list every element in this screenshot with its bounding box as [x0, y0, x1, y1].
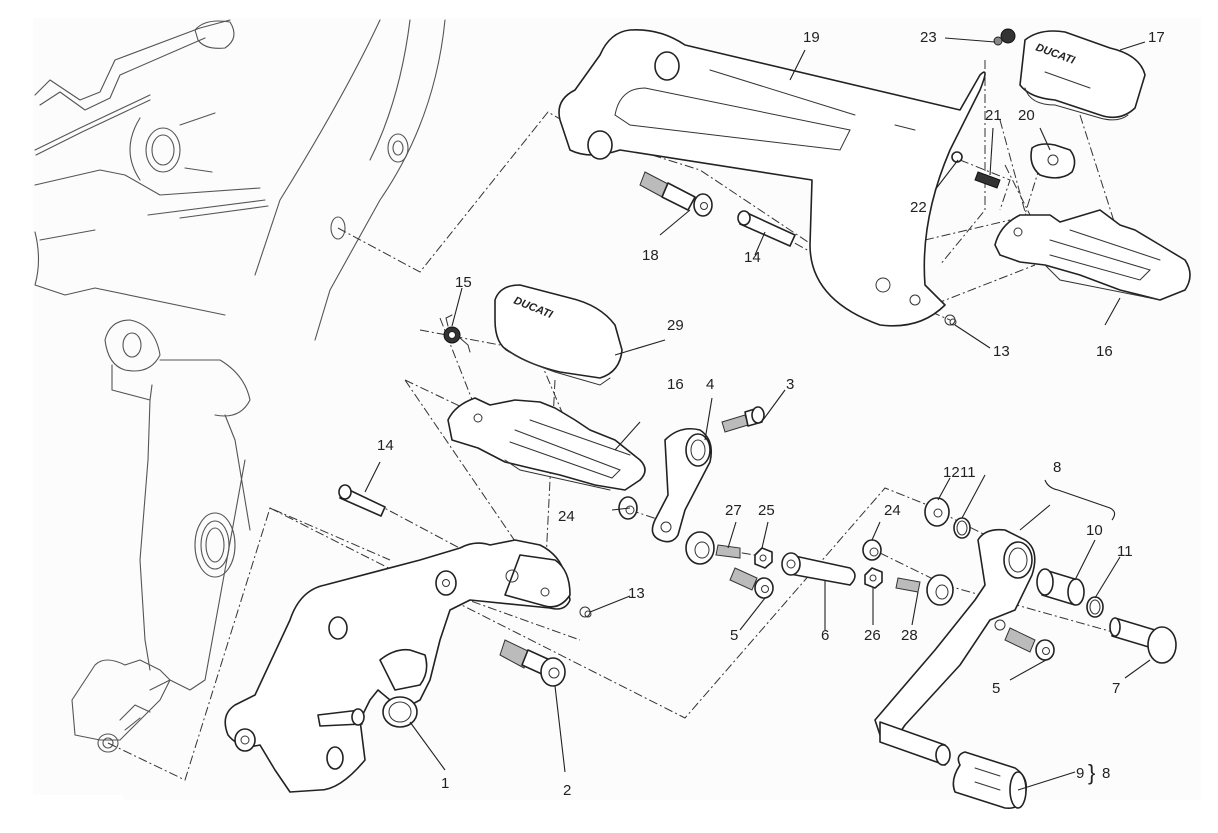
part-14-pin-lower: [338, 484, 386, 517]
callout-6: 6: [821, 627, 829, 644]
callout-8-bottom: 8: [1102, 765, 1110, 782]
callout-20: 20: [1018, 107, 1035, 124]
part-16-footpeg-front: [447, 397, 646, 491]
leader-lines: [364, 37, 1151, 791]
callout-16-front: 16: [667, 376, 684, 393]
callout-13-rear: 13: [993, 343, 1010, 360]
callout-29: 29: [667, 317, 684, 334]
callout-15: 15: [455, 274, 472, 291]
part-23-cap: [993, 28, 1016, 46]
part-20-bushing: [1030, 143, 1076, 179]
callout-5-left: 5: [730, 627, 738, 644]
callout-26: 26: [864, 627, 881, 644]
part-26-nut: [864, 567, 883, 589]
part-3-bolt: [721, 406, 765, 433]
part-2-bolt: [499, 639, 566, 687]
callout-17: 17: [1148, 29, 1165, 46]
callout-13-front: 13: [628, 585, 645, 602]
part-9-shifter-rubber: [952, 751, 1028, 810]
callout-14-upper: 14: [744, 249, 761, 266]
callout-11-upper: 11: [960, 464, 976, 481]
callout-16-rear: 16: [1096, 343, 1113, 360]
part-5-bolt-left: [729, 567, 774, 599]
drawing-area-notch: [33, 795, 123, 833]
callout-8-top: 8: [1053, 459, 1061, 476]
part-21-spring: [974, 171, 1001, 189]
callout-22: 22: [910, 199, 927, 216]
part-15-spring: [443, 314, 471, 353]
callout-4: 4: [706, 376, 714, 393]
callout-9: 9: [1076, 765, 1084, 782]
callout-21: 21: [985, 107, 1002, 124]
callouts: 1 2 3 4 5 5 6 7 8 9 } 8 10 11 11 12 13 1…: [377, 29, 1165, 799]
brace-symbol: }: [1088, 760, 1095, 785]
callout-7: 7: [1112, 680, 1120, 697]
callout-3: 3: [786, 376, 794, 393]
part-11-washer-lower: [1086, 596, 1104, 618]
callout-2: 2: [563, 782, 571, 799]
part-14-pin-upper: [737, 210, 796, 247]
callout-25: 25: [758, 502, 775, 519]
part-18-bolt: [639, 171, 713, 217]
part-11-washer-upper: [953, 517, 971, 539]
callout-5-right: 5: [992, 680, 1000, 697]
callout-1: 1: [441, 775, 449, 792]
part-7-pivot-pin: [1109, 617, 1177, 664]
callout-10: 10: [1086, 522, 1103, 539]
callout-11-lower: 11: [1117, 543, 1133, 560]
part-29-rubber-pad: DUCATI: [494, 284, 623, 386]
callout-19: 19: [803, 29, 820, 46]
callout-18: 18: [642, 247, 659, 264]
part-10-bushing: [1036, 568, 1085, 606]
part-4-lever-arm: [651, 427, 713, 543]
callout-24-right: 24: [884, 502, 901, 519]
part-17-rubber-pad: DUCATI: [1019, 30, 1146, 121]
part-8-gear-lever: [874, 528, 1036, 766]
callout-23: 23: [920, 29, 937, 46]
part-rod-end-27: [685, 531, 741, 565]
callout-14-lower: 14: [377, 437, 394, 454]
part-28-rod-end: [895, 574, 954, 606]
part-13-clip-rear: [944, 314, 957, 326]
part-1-front-bracket: [224, 539, 571, 793]
part-24-bushing-right: [862, 539, 882, 561]
part-16-footpeg-rear: [994, 209, 1191, 301]
part-19-rear-bracket: [558, 28, 986, 327]
callout-28: 28: [901, 627, 918, 644]
callout-27: 27: [725, 502, 742, 519]
motorcycle-frame: [34, 19, 446, 753]
callout-12: 12: [943, 464, 960, 481]
part-6-rod: [781, 552, 856, 586]
part-12-washer: [924, 497, 950, 527]
callout-24-left: 24: [558, 508, 575, 525]
